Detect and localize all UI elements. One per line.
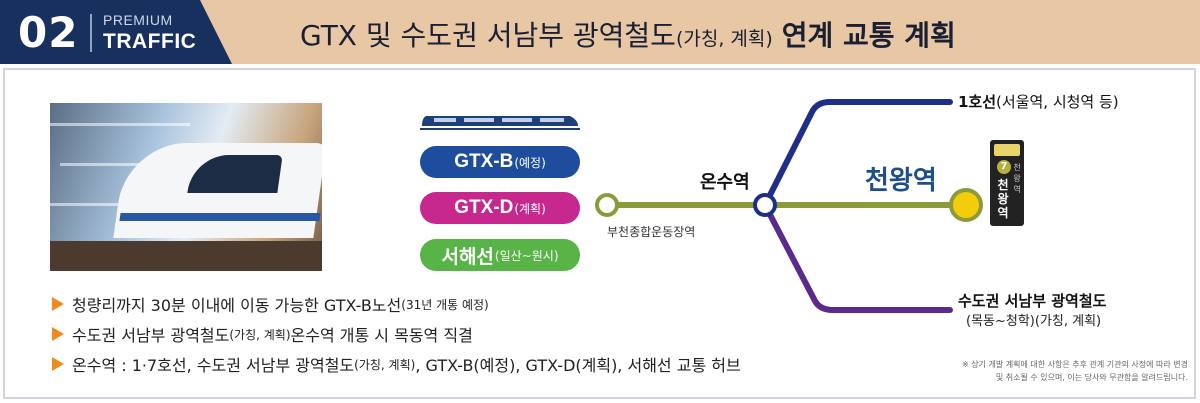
badge-sub-premium: PREMIUM [103, 12, 173, 28]
cheonwang-station-marker [949, 188, 983, 222]
station-sign-name: 천왕역 [997, 178, 1009, 220]
pill-gtx-d-label: GTX-D [454, 197, 514, 218]
bullet-text: 온수역 : 1·7호선, 수도권 서남부 광역철도 [72, 356, 355, 375]
triangle-bullet-icon [52, 357, 64, 371]
badge-sub-traffic: TRAFFIC [103, 30, 197, 53]
bullet-note: (가칭, 계획) [229, 327, 291, 342]
bullet-text: 수도권 서남부 광역철도 [72, 326, 230, 345]
pill-seohae-note: (일산~원시) [494, 248, 559, 263]
list-item: 청량리까지 30분 이내에 이동 가능한 GTX-B노선(31년 개통 예정) [52, 289, 741, 319]
triangle-bullet-icon [52, 297, 64, 311]
triangle-bullet-icon [52, 327, 64, 341]
title-strong: 연계 교통 계획 [781, 19, 956, 52]
header-bar: 02 PREMIUM TRAFFIC GTX 및 수도권 서남부 광역철도(가칭… [0, 0, 1200, 64]
title-main: GTX 및 수도권 서남부 광역철도 [300, 19, 676, 52]
station-sign: 7 천왕역 천왕역 [990, 140, 1024, 226]
line1-route [762, 99, 953, 208]
onsu-station-label: 온수역 [700, 172, 750, 193]
pill-gtx-b-note: (예정) [514, 155, 546, 170]
bullet-text: 청량리까지 30분 이내에 이동 가능한 GTX-B노선 [72, 296, 402, 315]
platform [50, 241, 322, 271]
bullet-text-after: , GTX-B(예정), GTX-D(계획), 서해선 교통 허브 [415, 356, 741, 375]
line7-badge: 7 [997, 160, 1011, 174]
speed-streak [60, 163, 160, 166]
line1-stations: (서울역, 시청역 등) [996, 93, 1119, 111]
pill-gtx-d-note: (계획) [514, 201, 546, 216]
pill-gtx-b-label: GTX-B [454, 151, 514, 172]
list-item: 온수역 : 1·7호선, 수도권 서남부 광역철도(가칭, 계획), GTX-B… [52, 349, 741, 379]
pill-gtx-d: GTX-D(계획) [420, 192, 580, 224]
line1-name: 1호선 [958, 93, 997, 111]
onsu-station-marker [753, 193, 777, 217]
train-photo [50, 103, 322, 271]
station-sign-sub: 천왕역 [1013, 163, 1021, 194]
list-item: 수도권 서남부 광역철도(가칭, 계획) 온수역 개통 시 목동역 직결 [52, 319, 741, 349]
cheonwang-station-label: 천왕역 [865, 166, 937, 196]
title-paren: (가칭, 계획) [675, 28, 773, 50]
pill-gtx-b: GTX-B(예정) [420, 146, 580, 178]
page-title: GTX 및 수도권 서남부 광역철도(가칭, 계획) 연계 교통 계획 [300, 14, 956, 54]
badge-divider [90, 14, 92, 52]
pill-seohae-label: 서해선 [441, 246, 494, 268]
content-frame [3, 68, 1196, 399]
section-number: 02 [18, 8, 79, 57]
section-badge: 02 PREMIUM TRAFFIC [0, 0, 232, 64]
train-icon [420, 116, 580, 130]
bucheon-station-label: 부천종합운동장역 [607, 225, 696, 239]
disclaimer-note: ※ 상기 개발 계획에 대한 사항은 추후 관계 기관의 사정에 따라 변경 및… [961, 360, 1188, 382]
southwest-line-sub: (목동~청학)(가칭, 계획) [966, 314, 1102, 329]
pill-seohae: 서해선(일산~원시) [420, 239, 580, 271]
station-sign-lamp [994, 144, 1020, 156]
line1-label: 1호선(서울역, 시청역 등) [958, 91, 1119, 112]
southwest-line-label: 수도권 서남부 광역철도 [958, 292, 1107, 310]
speed-streak [50, 123, 190, 126]
train-stripe [119, 213, 321, 221]
bullet-note: (31년 개통 예정) [401, 297, 489, 312]
bullet-list: 청량리까지 30분 이내에 이동 가능한 GTX-B노선(31년 개통 예정) … [52, 289, 741, 379]
speed-streak [50, 203, 170, 206]
bucheon-station-marker [595, 193, 619, 217]
southwest-route [762, 202, 953, 313]
bullet-note: (가칭, 계획) [354, 357, 416, 372]
bullet-text-after: 온수역 개통 시 목동역 직결 [290, 326, 473, 345]
